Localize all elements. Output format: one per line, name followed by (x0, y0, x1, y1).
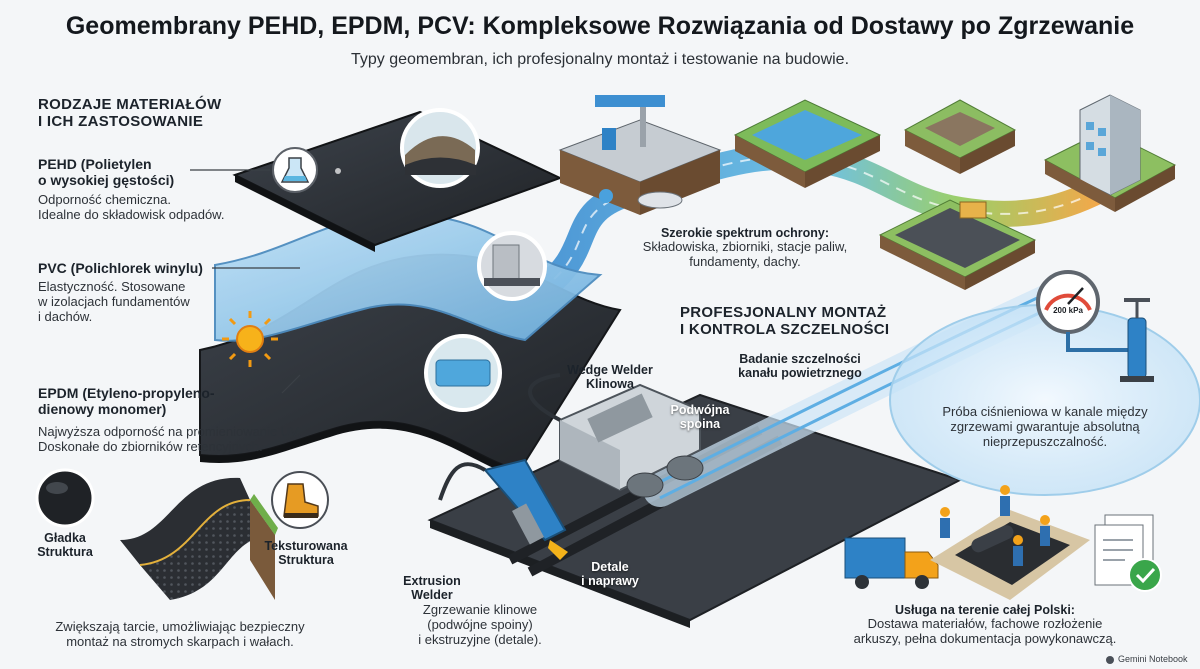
pehd-description: Odporność chemiczna. Idealne do składowi… (38, 192, 225, 222)
workers-rolling-sheet (930, 485, 1090, 600)
extrusion-welder-tool (438, 458, 568, 560)
footer-badge-icon (1106, 656, 1114, 664)
air-pump-icon (1120, 298, 1154, 382)
road-roof-illustration (878, 199, 1037, 290)
wedge-welder-machine (528, 373, 704, 498)
pressure-gauge-icon (1036, 270, 1130, 352)
foundation-circle-icon (477, 231, 547, 301)
document-check-icon (1094, 514, 1162, 592)
smooth-structure-icon (35, 468, 95, 528)
wedge-welder-label: Wedge Welder Klinowa (567, 363, 653, 392)
landfill-site-illustration (903, 99, 1017, 174)
applications-text: Szerokie spektrum ochrony: Składowiska, … (642, 226, 848, 270)
gauge-value: 200 kPa (1053, 306, 1083, 315)
epdm-name: EPDM (Etyleno-propyleno- dienowy monomer… (38, 385, 215, 418)
page-title: Geomembrany PEHD, EPDM, PCV: Kompleksowe… (65, 12, 1135, 40)
page-subtitle: Typy geomembran, ich profesjonalny monta… (350, 51, 850, 68)
smooth-structure-label: Gładka Struktura (37, 531, 93, 560)
installation-heading: PROFESJONALNY MONTAŻ I KONTROLA SZCZELNO… (680, 304, 890, 339)
materials-heading: RODZAJE MATERIAŁÓW I ICH ZASTOSOWANIE (38, 96, 222, 131)
building-illustration (1043, 94, 1177, 212)
fuel-station-illustration (558, 95, 722, 215)
double-weld-label: Podwójna spoina (670, 403, 730, 432)
textured-structure-label: Teksturowana Struktura (264, 539, 348, 568)
delivery-truck-icon (844, 537, 939, 589)
landfill-circle-icon (400, 108, 480, 188)
pressure-test-bubble (889, 304, 1200, 496)
reservoir-circle-icon (424, 334, 502, 412)
detail-repair-label: Detale i naprawy (581, 560, 639, 589)
extrusion-welder-label: Extrusion Welder (403, 574, 461, 603)
footer-badge: Gemini Notebook (1118, 654, 1188, 664)
boot-icon (271, 471, 329, 529)
pehd-name: PEHD (Polietylen o wysokiej gęstości) (38, 156, 175, 189)
sun-icon (222, 311, 278, 367)
chemistry-flask-icon (272, 147, 318, 193)
channel-test-label: Badanie szczelności kanału powietrznego (738, 352, 862, 381)
pvc-name: PVC (Polichlorek winylu) (38, 260, 203, 276)
pvc-description: Elastyczność. Stosowane w izolacjach fun… (38, 279, 190, 324)
welding-description: Zgrzewanie klinowe (podwójne spoiny) i e… (418, 602, 542, 647)
structure-sample (120, 477, 278, 600)
epdm-description: Najwyższa odporność na promieniowanie UV… (38, 424, 302, 454)
pressure-test-description: Próba ciśnieniowa w kanale między zgrzew… (942, 404, 1148, 449)
water-reservoir-illustration (733, 99, 882, 188)
structure-description: Zwiększają tarcie, umożliwiając bezpiecz… (55, 619, 305, 649)
service-text: Usługa na terenie całej Polski: Dostawa … (853, 603, 1117, 647)
